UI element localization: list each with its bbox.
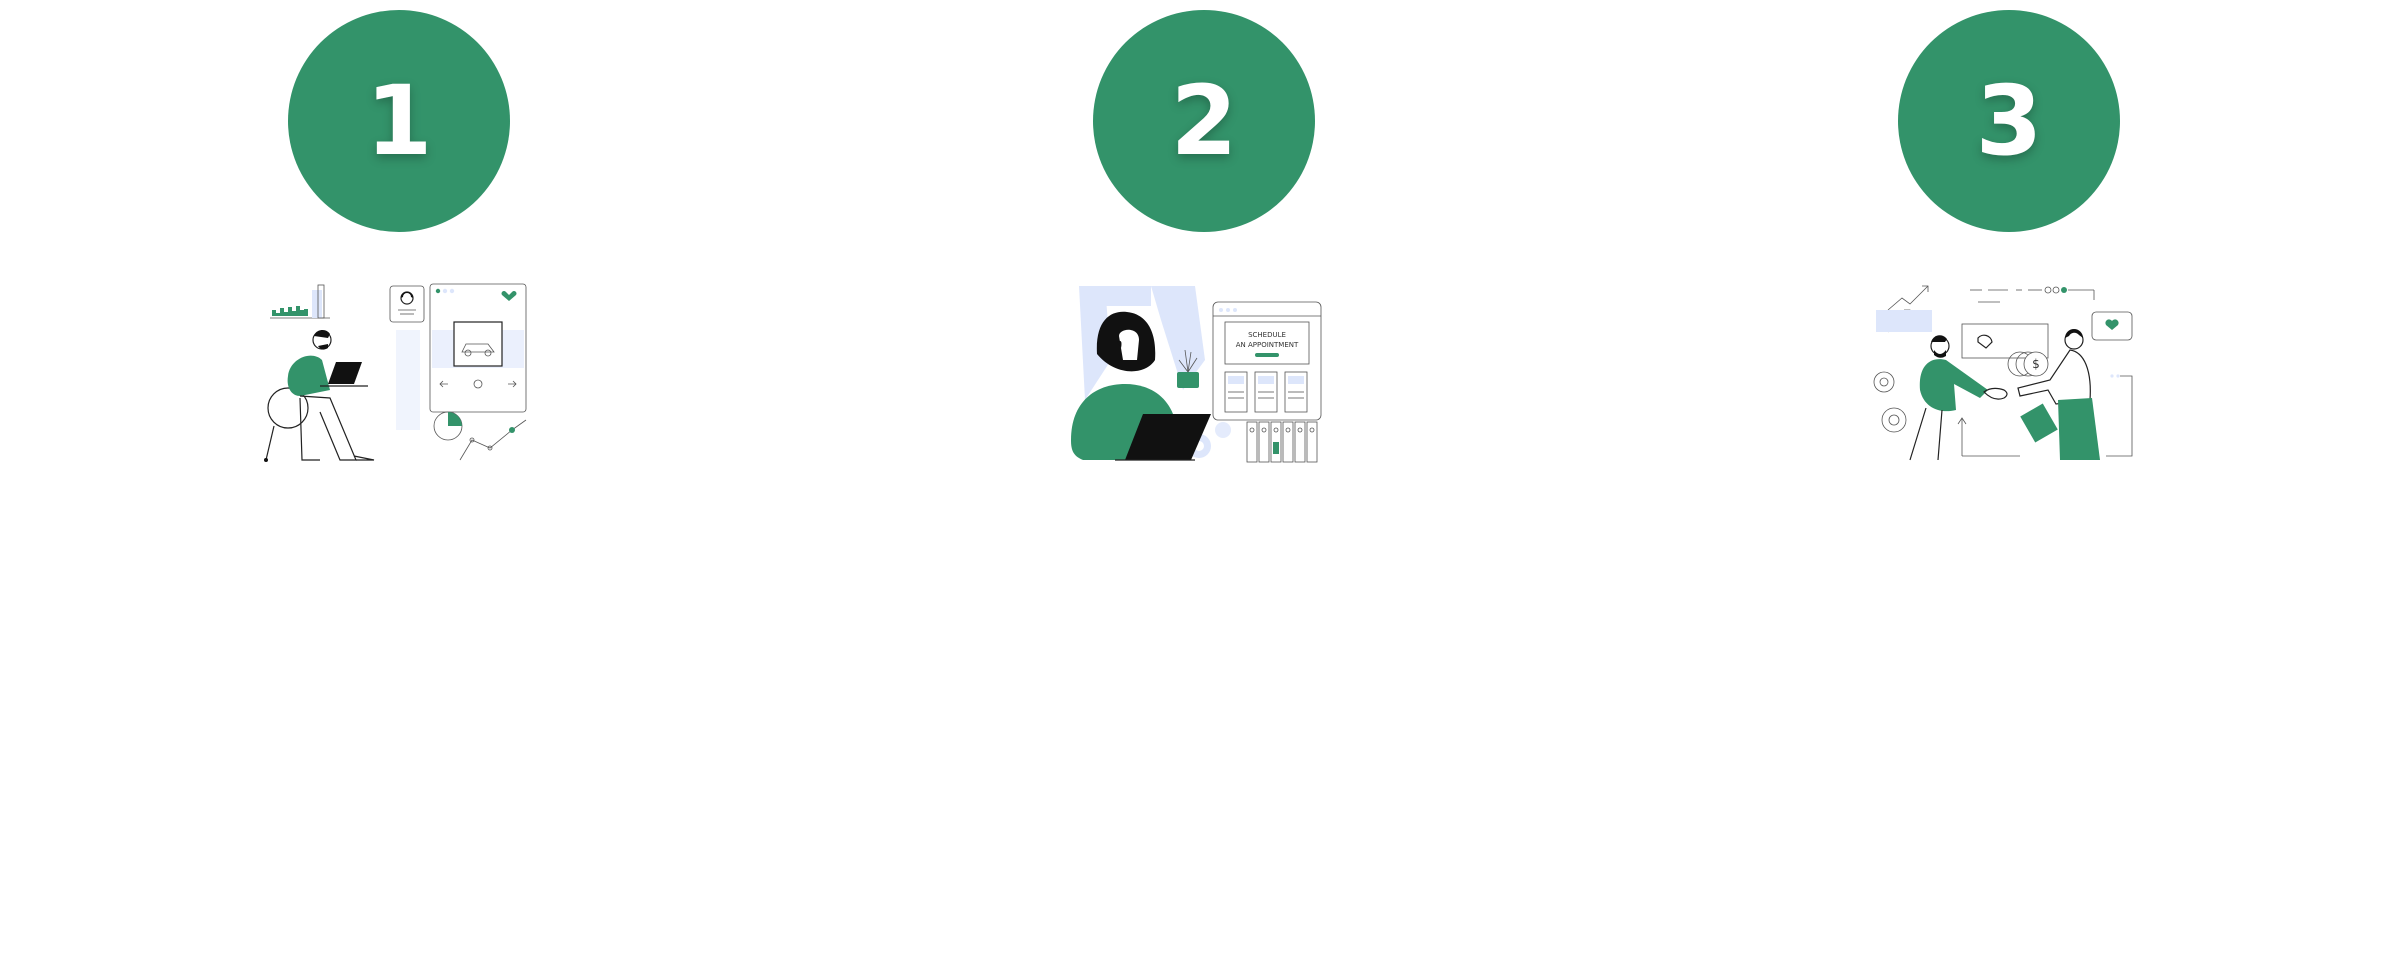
step-number: 2 xyxy=(1170,65,1238,177)
step-number: 3 xyxy=(1975,65,2043,177)
screen-title-line2: AN APPOINTMENT xyxy=(1236,341,1299,349)
person-browsing-cars-online-icon xyxy=(260,280,540,465)
step-2: 2 SCHEDULE AN APPOINTMENT xyxy=(1045,0,1365,470)
screen-title-line1: SCHEDULE xyxy=(1248,331,1286,339)
step-number: 1 xyxy=(365,65,433,177)
step-number-badge: 3 xyxy=(1898,10,2120,232)
step-number-badge: 2 xyxy=(1093,10,1315,232)
step-3: 3 xyxy=(1850,0,2170,470)
step-number-badge: 1 xyxy=(288,10,510,232)
svg-text:$: $ xyxy=(2032,357,2040,371)
step-1: 1 xyxy=(240,0,560,470)
handshake-deal-icon: $ xyxy=(1870,280,2150,465)
person-scheduling-appointment-icon: SCHEDULE AN APPOINTMENT xyxy=(1065,280,1345,465)
